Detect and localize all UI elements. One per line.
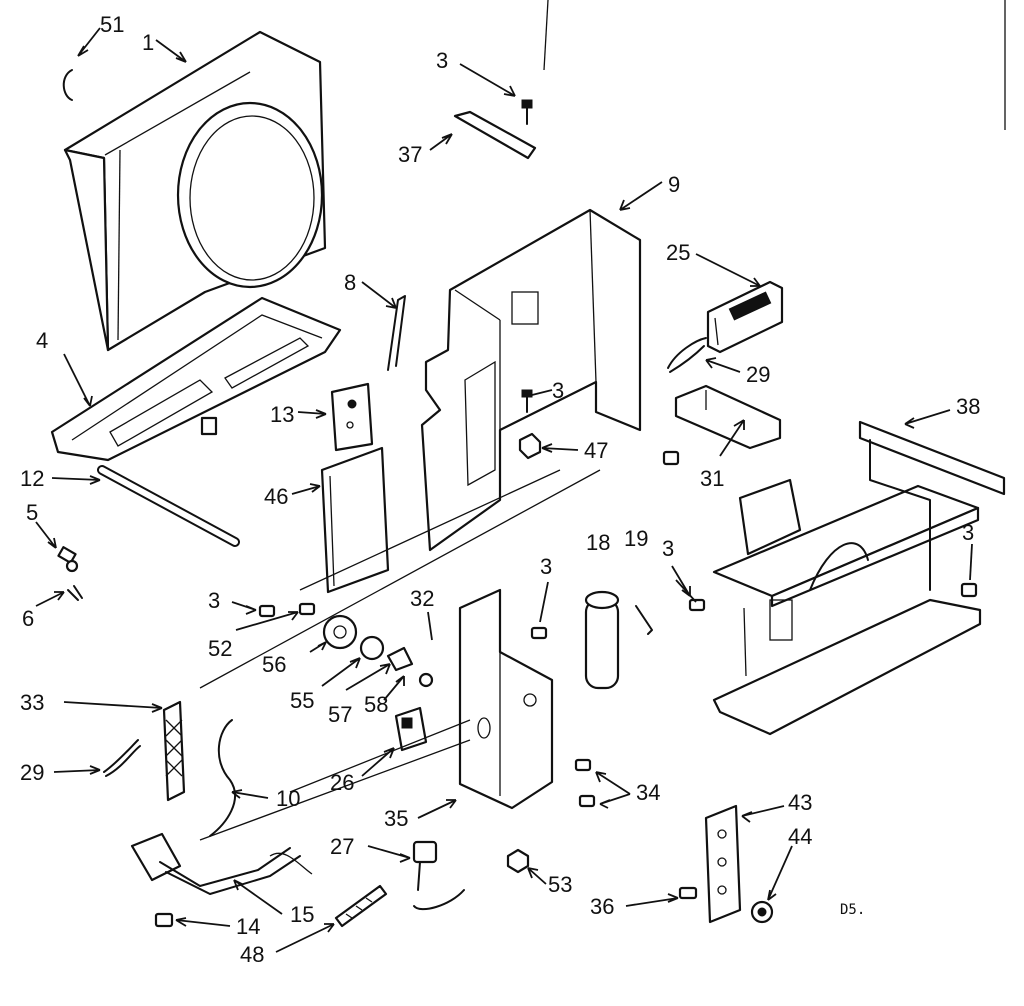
label-35: 35 <box>384 806 408 831</box>
part-6-clip <box>67 585 83 601</box>
part-10-wire <box>209 719 236 837</box>
label-27: 27 <box>330 834 354 859</box>
drawing-code: D5. <box>840 902 865 918</box>
leader-arrows <box>35 27 973 953</box>
part-3-screw-mid <box>521 389 533 413</box>
label-52: 52 <box>208 636 232 661</box>
label-13: 13 <box>270 402 294 427</box>
part-55-bushing <box>359 635 385 661</box>
label-43: 43 <box>788 790 812 815</box>
part-14-screw <box>154 912 174 928</box>
label-8: 8 <box>344 270 356 295</box>
part-46-panel <box>320 446 390 594</box>
label-25: 25 <box>666 240 690 265</box>
part-26-switch <box>394 706 428 752</box>
label-3: 3 <box>540 554 552 579</box>
part-34-screws <box>574 758 596 808</box>
part-8-gasket <box>387 295 406 371</box>
part-25-bracket <box>706 280 784 354</box>
label-15: 15 <box>290 902 314 927</box>
part-31-bracket <box>674 384 782 450</box>
label-37: 37 <box>398 142 422 167</box>
label-4: 4 <box>36 328 48 353</box>
label-14: 14 <box>236 914 260 939</box>
label-58: 58 <box>364 692 388 717</box>
part-3-screw-right <box>662 450 680 466</box>
part-1-shroud <box>63 30 327 352</box>
part-18-capacitor <box>584 590 620 690</box>
part-9-partition <box>420 208 642 552</box>
part-36-screw <box>678 886 698 900</box>
label-29: 29 <box>746 362 770 387</box>
label-19: 19 <box>624 526 648 551</box>
part-56-knob <box>322 614 358 650</box>
part-3-screw-left <box>258 604 276 618</box>
label-33: 33 <box>20 690 44 715</box>
label-32: 32 <box>410 586 434 611</box>
part-48-element <box>334 884 388 928</box>
part-15-heater <box>130 832 313 895</box>
label-29: 29 <box>20 760 44 785</box>
label-3: 3 <box>208 588 220 613</box>
label-3: 3 <box>962 520 974 545</box>
label-44: 44 <box>788 824 812 849</box>
part-52-screw <box>298 602 316 616</box>
label-1: 1 <box>142 30 154 55</box>
part-27-thermostat <box>412 840 465 911</box>
part-29-clip-upper <box>667 337 707 373</box>
part-19-clip <box>635 605 653 635</box>
label-51: 51 <box>100 12 124 37</box>
part-13-plate <box>330 382 374 452</box>
label-6: 6 <box>22 606 34 631</box>
label-48: 48 <box>240 942 264 967</box>
part-58-washer <box>418 672 434 688</box>
label-31: 31 <box>700 466 724 491</box>
part-53-nut <box>506 848 530 874</box>
part-37-bracket <box>453 110 537 160</box>
label-3: 3 <box>436 48 448 73</box>
label-10: 10 <box>276 786 300 811</box>
part-labels: 51 1 3 37 9 25 8 4 29 3 13 47 31 38 12 5… <box>20 12 980 967</box>
part-51-clip <box>62 69 73 101</box>
part-44-nut <box>750 900 774 924</box>
part-3-screw-control-b <box>688 598 706 612</box>
label-47: 47 <box>584 438 608 463</box>
part-3-screw-far-right <box>960 582 978 598</box>
label-36: 36 <box>590 894 614 919</box>
label-9: 9 <box>668 172 680 197</box>
part-4-base-pan <box>50 296 342 462</box>
part-57-switch <box>386 646 414 672</box>
label-38: 38 <box>956 394 980 419</box>
part-33-filter <box>162 700 186 802</box>
part-38-housing <box>712 420 1006 736</box>
label-57: 57 <box>328 702 352 727</box>
label-3: 3 <box>662 536 674 561</box>
part-3-screw-control-a <box>530 626 548 640</box>
label-55: 55 <box>290 688 314 713</box>
part-47-nut <box>518 432 542 460</box>
part-43-bracket <box>704 804 742 924</box>
label-18: 18 <box>586 530 610 555</box>
label-12: 12 <box>20 466 44 491</box>
label-53: 53 <box>548 872 572 897</box>
label-5: 5 <box>26 500 38 525</box>
part-3-screw-top <box>521 99 533 125</box>
reference-line <box>543 0 549 71</box>
label-3: 3 <box>552 378 564 403</box>
part-5-fastener <box>57 546 79 573</box>
part-35-control-bracket <box>458 588 554 810</box>
label-56: 56 <box>262 652 286 677</box>
label-46: 46 <box>264 484 288 509</box>
label-26: 26 <box>330 770 354 795</box>
part-29-clip-lower <box>103 739 141 777</box>
label-34: 34 <box>636 780 660 805</box>
